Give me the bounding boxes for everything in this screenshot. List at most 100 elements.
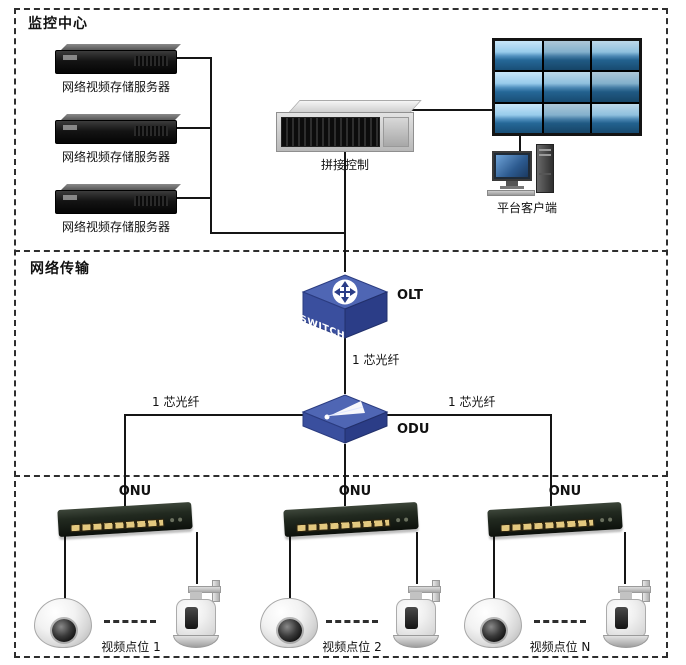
fiber-line-left [124,414,304,416]
ptz-housing [396,599,436,637]
ptz-base [393,635,439,648]
fiber-line-center [344,338,346,394]
ptz-camera-2 [388,580,450,660]
ptz-base [603,635,649,648]
drop-line-left [124,414,126,506]
dome-camera-1 [34,598,92,650]
section-divider-monitoring [14,250,668,252]
ethernet-ports [296,518,391,533]
keyboard [487,190,535,196]
monitor-base [500,186,524,189]
dome-housing [464,598,522,648]
diagram-outer-frame [14,8,668,658]
odu-splitter-device [301,394,389,444]
connector-line [176,127,212,129]
connector-line [210,232,346,234]
ptz-mount [410,592,422,601]
fiber-label-center: 1 芯光纤 [352,353,400,367]
olt-switch-device [301,274,389,339]
wall-screen [592,72,639,102]
video-point-label-1: 视频点位 1 [101,640,161,654]
server-front-panel [276,112,414,152]
camera-line [64,534,66,600]
status-led [403,517,409,522]
server-side-panel [383,117,409,147]
onu-chassis [283,501,419,538]
server-front-panel [55,50,177,74]
pc-tower [536,144,554,193]
wall-screen [495,41,542,71]
platform-client-label: 平台客户端 [496,201,557,215]
ptz-arm [188,586,221,593]
onu-chassis [487,501,623,538]
switch-arrows-icon [332,279,358,305]
connector-line [412,109,492,111]
ellipsis-dashes [534,620,586,623]
wall-screen [543,103,591,133]
fiber-label-left: 1 芯光纤 [152,395,200,409]
ptz-mount [190,592,202,601]
storage-server-label-2: 网络视频存储服务器 [61,150,170,164]
client-monitor [492,151,532,181]
storage-server-3 [55,184,181,214]
camera-line [624,532,626,584]
section-divider-transport [14,475,668,477]
status-led [607,517,613,522]
video-wall [492,38,642,136]
wall-screen [543,41,591,71]
ptz-base [173,635,219,648]
ptz-mount [620,592,632,601]
storage-server-label-3: 网络视频存储服务器 [61,220,170,234]
video-point-label-3: 视频点位 N [529,640,591,654]
camera-line [416,532,418,584]
drop-line-center [344,444,346,506]
drop-line-right [550,414,552,506]
connector-line [176,57,212,59]
network-transport-title: 网络传输 [30,261,90,277]
connector-line [176,197,212,199]
drive-bays [281,117,380,147]
splice-control-label: 拼接控制 [320,158,369,172]
ethernet-ports [500,518,595,533]
onu-label-1: ONU [118,484,152,499]
onu-label-3: ONU [548,484,582,499]
ellipsis-dashes [104,620,156,623]
onu-label-2: ONU [338,484,372,499]
splice-controller-server [276,100,422,152]
ethernet-ports [70,518,165,533]
onu-switch-3 [487,501,623,540]
video-point-label-2: 视频点位 2 [322,640,382,654]
connector-line [344,150,346,272]
ptz-camera-1 [168,580,230,660]
monitor-stand [506,181,518,186]
camera-line [196,532,198,584]
wall-screen [592,103,639,133]
ptz-arm [618,586,651,593]
onu-chassis [57,501,193,538]
onu-switch-2 [283,501,419,540]
storage-server-1 [55,44,181,74]
camera-line [493,534,495,600]
connector-line [519,134,521,151]
ellipsis-dashes [326,620,378,623]
storage-server-label-1: 网络视频存储服务器 [61,80,170,94]
olt-label: OLT [397,288,424,303]
odu-label: ODU [397,422,430,437]
monitoring-center-title: 监控中心 [28,16,88,32]
dome-housing [260,598,318,648]
connector-line [210,57,212,234]
ptz-housing [606,599,646,637]
ptz-camera-3 [598,580,660,660]
status-led [177,517,183,522]
ptz-arm [408,586,441,593]
camera-line [289,534,291,600]
fiber-label-right: 1 芯光纤 [448,395,496,409]
dome-camera-3 [464,598,522,650]
wall-screen [592,41,639,71]
onu-switch-1 [57,501,193,540]
wall-screen [495,72,542,102]
splitter-beam-icon [324,401,365,420]
wall-screen [543,72,591,102]
fiber-line-right [386,414,552,416]
storage-server-2 [55,114,181,144]
